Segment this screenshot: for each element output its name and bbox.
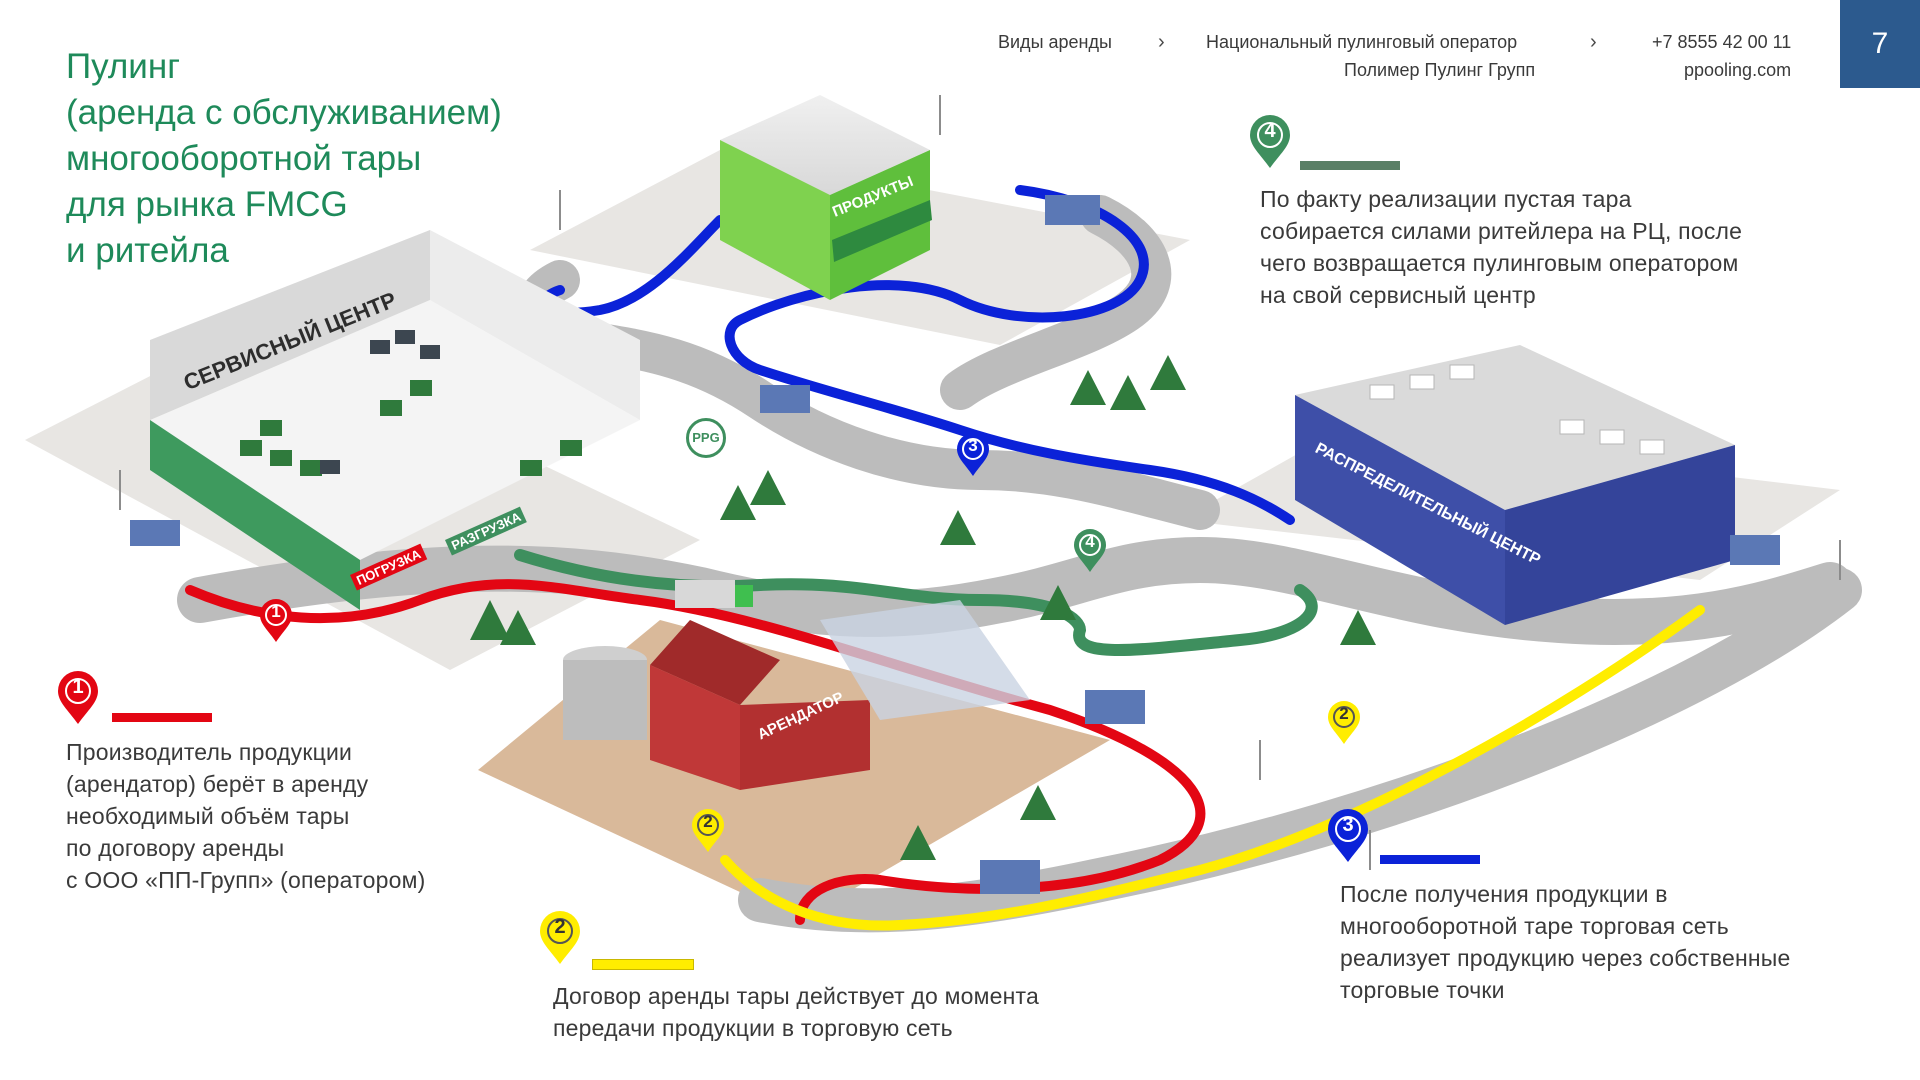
step-2-pin-icon: 2 [538,910,582,966]
title-line: для рынка FMCG [66,185,348,224]
desc-line: на свой сервисный центр [1260,282,1536,308]
service-floor [150,300,640,560]
desc-line: собирается силами ритейлера на РЦ, после [1260,218,1743,244]
shop-awning [832,200,932,262]
title-line: многооборотной тары [66,139,422,178]
step-1-number: 1 [72,676,84,698]
desc-line: с ООО «ПП-Групп» (оператором) [66,867,426,893]
shop-roof [720,95,930,195]
desc-line: Договор аренды тары действует до момента [553,983,1040,1009]
step-3-number: 3 [1342,814,1354,836]
step-3-color-bar [1380,855,1480,864]
silo-body [563,660,647,740]
desc-line: После получения продукции в [1340,881,1668,907]
desc-line: (арендатор) берёт в аренду [66,771,369,797]
map-marker-2-right-num: 2 [1339,704,1349,723]
trucks [130,195,1780,894]
desc-line: необходимый объём тары [66,803,350,829]
page-number-badge: 7 [1840,0,1920,88]
chevron-right-icon: › [1158,31,1165,53]
step-1-pin-icon: 1 [56,670,100,726]
nav-link-national-operator[interactable]: Национальный пулинговый оператор [1206,32,1518,52]
desc-line: передачи продукции в торговую сеть [553,1015,953,1041]
ppg-logo: PPG [686,418,726,458]
title-line: Пулинг [66,47,180,86]
barn-roof-left [650,620,780,705]
desc-line: реализует продукцию через собственные [1340,945,1791,971]
desc-line: торговые точки [1340,977,1505,1003]
barn-wall [650,665,740,790]
page-title: Пулинг (аренда с обслуживанием) многообо… [66,44,502,274]
desc-line: По факту реализации пустая тара [1260,186,1632,212]
step-4-pin-icon: 4 [1248,114,1292,170]
step-4-number: 4 [1264,120,1276,142]
step-4-description: По факту реализации пустая тара собирает… [1260,183,1742,311]
service-wall-front [150,420,360,610]
step-1-description: Производитель продукции (арендатор) берё… [66,736,425,896]
step-2-description: Договор аренды тары действует до момента… [553,980,1039,1044]
contact-phone[interactable]: +7 8555 42 00 11 [1652,32,1792,52]
map-marker-3: 3 [955,432,991,478]
shop-wall-left [720,140,830,300]
map-marker-1: 1 [258,598,294,644]
map-marker-4: 4 [1072,528,1108,574]
step-1-color-bar [112,713,212,722]
map-marker-2-left-num: 2 [703,812,713,831]
greenhouse [820,600,1030,720]
service-crates-dark [320,330,440,474]
dc-wall-right [1505,445,1735,625]
step-3-description: После получения продукции в многооборотн… [1340,878,1790,1006]
service-crates [240,380,582,476]
contact-site[interactable]: ppooling.com [1684,60,1792,80]
title-line: (аренда с обслуживанием) [66,93,502,132]
desc-line: по договору аренды [66,835,285,861]
nav-link-company[interactable]: Полимер Пулинг Групп [1344,60,1536,80]
desc-line: многооборотной таре торговая сеть [1340,913,1729,939]
dc-wall-left [1295,395,1505,625]
service-wall-right [430,230,640,420]
lamp-posts [119,95,1841,870]
service-wall-left [150,230,430,420]
step-3-pin-icon: 3 [1326,808,1370,864]
road-south [738,568,1862,933]
map-marker-3-num: 3 [968,436,978,455]
dc-roof [1295,345,1735,510]
route-yellow [720,605,1705,931]
nav-link-rental-types[interactable]: Виды аренды [998,32,1112,52]
desc-line: чего возвращается пулинговым оператором [1260,250,1739,276]
map-marker-4-num: 4 [1085,532,1095,551]
barn-side [740,700,870,790]
step-2-color-bar [592,959,694,970]
trees [470,355,1376,860]
chevron-right-icon: › [1590,31,1597,53]
map-marker-2-left: 2 [690,808,726,854]
map-marker-1-num: 1 [271,602,281,621]
step-2-number: 2 [554,916,566,938]
title-line: и ритейла [66,231,229,270]
step-4-color-bar [1300,161,1400,170]
map-marker-2-right: 2 [1326,700,1362,746]
desc-line: Производитель продукции [66,739,353,765]
dc-roof-units [1369,364,1665,455]
